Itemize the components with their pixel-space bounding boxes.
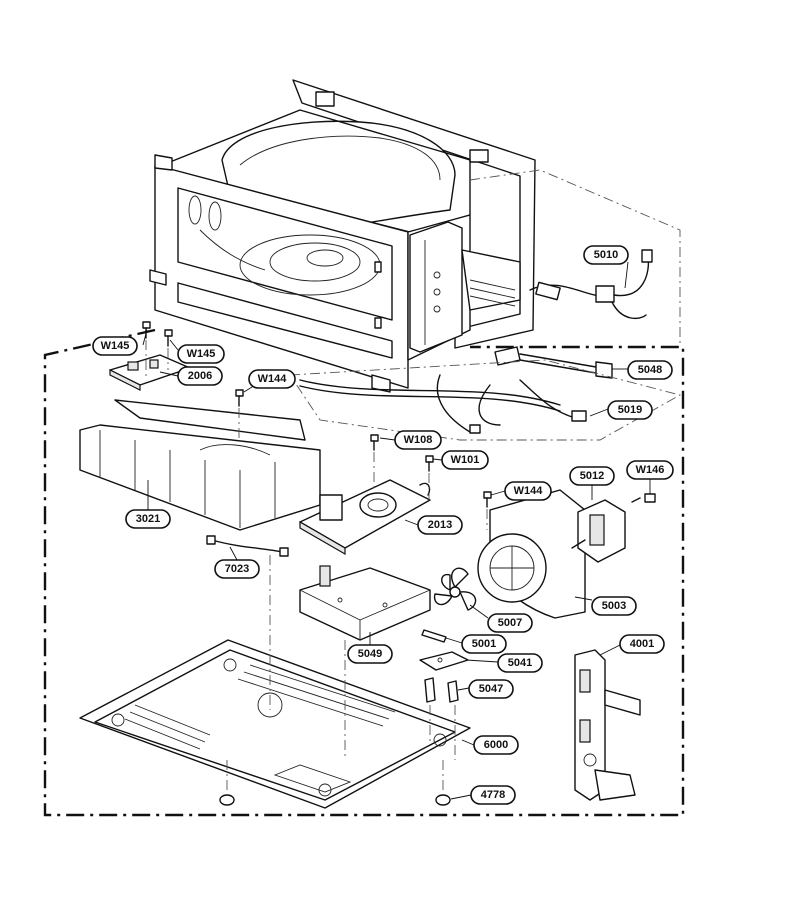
screw-W145a: [142, 321, 151, 339]
callout-text: W146: [636, 464, 665, 476]
callout-text: 5001: [472, 638, 496, 650]
callout-text: W144: [258, 373, 288, 385]
callout-text: 5047: [479, 683, 503, 695]
callout-text: 5007: [498, 617, 522, 629]
callout-2006: 2006: [177, 366, 223, 386]
callout-2013: 2013: [417, 515, 463, 535]
cavity-frame: [149, 79, 536, 393]
callout-text: 5048: [638, 364, 662, 376]
guide-lines: [145, 169, 681, 793]
callout-5007: 5007: [487, 613, 533, 633]
callout-text: W101: [451, 454, 480, 466]
callout-W145a: W145: [92, 336, 138, 356]
part-5047-switches: [424, 677, 459, 703]
part-3021-duct: [79, 399, 321, 531]
callout-text: 2013: [428, 519, 452, 531]
callout-5019: 5019: [607, 400, 653, 420]
part-4778-feet: [219, 794, 451, 806]
callout-text: 5049: [358, 648, 382, 660]
part-2013-board: [299, 479, 431, 556]
screw-W144a: [235, 389, 244, 407]
leader-lines: [142, 261, 651, 800]
callout-5047: 5047: [468, 679, 514, 699]
part-5012-motor: [571, 499, 626, 563]
screw-W108: [370, 434, 379, 451]
screw-W101: [425, 455, 434, 472]
callout-text: W144: [514, 485, 544, 497]
callout-text: 4001: [630, 638, 654, 650]
part-5049-bracket: [299, 565, 431, 641]
part-7023-wire: [206, 535, 289, 557]
part-5010-power-cord: [529, 249, 653, 320]
callout-5003: 5003: [591, 596, 637, 616]
screw-W145b: [164, 329, 173, 347]
callout-5041: 5041: [497, 653, 543, 673]
callout-labels: 5010 W145 W145 2006 W144 5048 5019 W108 …: [92, 245, 674, 805]
part-6000-base-plate: [79, 639, 471, 809]
callout-text: 5012: [580, 470, 604, 482]
callout-6000: 6000: [473, 735, 519, 755]
base-vents: [124, 664, 396, 750]
callout-text: 3021: [136, 513, 160, 525]
part-W146-screw: [631, 493, 656, 503]
callout-W146: W146: [626, 460, 674, 480]
part-5007-fan-blade: [433, 567, 477, 611]
callout-5049: 5049: [347, 644, 393, 664]
part-5041-bracket: [419, 651, 469, 671]
callout-5012: 5012: [569, 466, 615, 486]
callout-text: 5041: [508, 657, 532, 669]
callout-text: 7023: [225, 563, 249, 575]
callout-5048: 5048: [627, 360, 673, 380]
callout-text: 5010: [594, 249, 618, 261]
callout-W144a: W144: [248, 369, 296, 389]
callout-text: 6000: [484, 739, 508, 751]
callout-4778: 4778: [470, 785, 516, 805]
callout-W108: W108: [394, 430, 442, 450]
callout-W144b: W144: [504, 481, 552, 501]
callout-text: W108: [404, 434, 433, 446]
callout-4001: 4001: [619, 634, 665, 654]
callout-W145b: W145: [177, 344, 225, 364]
part-5003-fan-housing: [477, 489, 586, 619]
callout-W101: W101: [441, 450, 489, 470]
callout-text: W145: [101, 340, 130, 352]
callout-3021: 3021: [125, 509, 171, 529]
screw-W144b: [483, 491, 492, 508]
callout-7023: 7023: [214, 559, 260, 579]
callout-5010: 5010: [583, 245, 629, 265]
part-4001-latch: [574, 649, 641, 801]
callout-text: 5019: [618, 404, 642, 416]
callout-text: 4778: [481, 789, 505, 801]
part-5001-shaft: [421, 629, 447, 643]
part-5048-connector: [494, 346, 613, 379]
part-5019-harness: [289, 359, 682, 441]
callout-text: W145: [187, 348, 216, 360]
callout-text: 5003: [602, 600, 626, 612]
callout-text: 2006: [188, 370, 212, 382]
assembly-boundary: [43, 328, 685, 817]
callout-5001: 5001: [461, 634, 507, 654]
